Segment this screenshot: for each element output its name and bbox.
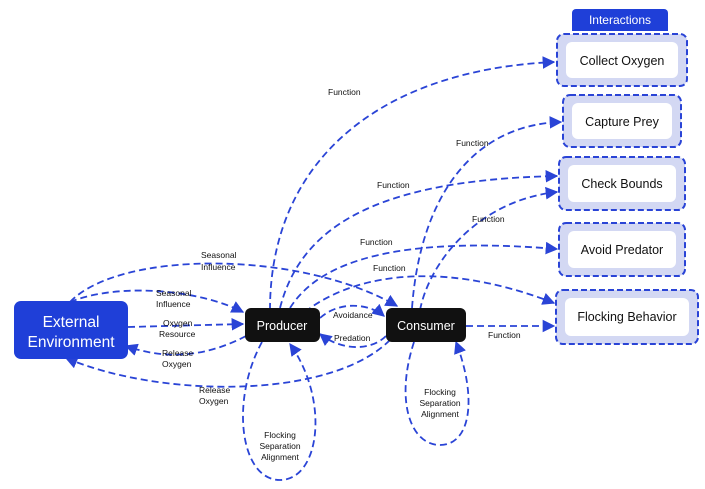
edge-producer-loop — [242, 341, 317, 481]
node-label: External — [43, 314, 100, 331]
node-external-environment[interactable]: External Environment — [14, 301, 128, 359]
edge-producer-consumer-avoidance — [319, 303, 385, 319]
edge-label-oxygen: Oxygen — [162, 359, 192, 369]
edge-label-alignment: Alignment — [261, 452, 299, 462]
edge-label-function: Function — [456, 138, 489, 148]
edge-producer-avoid-predator — [289, 241, 559, 309]
edge-label-function: Function — [488, 330, 521, 340]
edge-label-resource: Resource — [159, 329, 196, 339]
node-label: Environment — [27, 334, 115, 351]
edge-label-function: Function — [328, 87, 361, 97]
edge-consumer-loop — [404, 340, 470, 446]
edge-label-separation: Separation — [419, 398, 460, 408]
edge-label-influence: Influence — [156, 299, 191, 309]
interaction-avoid-predator[interactable]: Avoid Predator — [558, 222, 686, 277]
edge-label-function: Function — [360, 237, 393, 247]
node-consumer[interactable]: Consumer — [386, 308, 466, 342]
interaction-capture-prey[interactable]: Capture Prey — [562, 94, 682, 148]
interaction-label: Capture Prey — [585, 115, 659, 129]
edge-label-release: Release — [162, 348, 193, 358]
edge-label-function: Function — [472, 214, 505, 224]
interaction-check-bounds[interactable]: Check Bounds — [558, 156, 686, 211]
edge-consumer-external-release — [64, 339, 391, 388]
edge-external-producer-seasonal — [69, 289, 245, 313]
edge-external-producer-oxygen — [127, 317, 245, 331]
edge-label-seasonal: Seasonal — [156, 288, 192, 298]
interaction-label: Avoid Predator — [581, 243, 663, 257]
edge-label-function: Function — [373, 263, 406, 273]
interaction-flocking-behavior[interactable]: Flocking Behavior — [555, 289, 699, 345]
edge-producer-collect-oxygen — [269, 56, 556, 311]
edge-consumer-check-bounds — [419, 186, 559, 311]
edge-producer-flocking — [304, 275, 556, 313]
interaction-label: Collect Oxygen — [580, 54, 665, 68]
interaction-label: Flocking Behavior — [577, 310, 676, 324]
edge-label-alignment: Alignment — [421, 409, 459, 419]
edge-external-consumer-seasonal — [69, 262, 399, 307]
node-producer[interactable]: Producer — [245, 308, 320, 342]
edge-producer-check-bounds — [279, 169, 559, 309]
edge-label-avoidance: Avoidance — [333, 310, 373, 320]
interaction-collect-oxygen[interactable]: Collect Oxygen — [556, 33, 688, 87]
edge-label-function: Function — [377, 180, 410, 190]
edges — [64, 56, 563, 481]
edge-label-influence: Influence — [201, 262, 236, 272]
edge-label-flocking: Flocking — [424, 387, 456, 397]
edge-label-flocking: Flocking — [264, 430, 296, 440]
interactions-header: Interactions — [572, 9, 668, 31]
edge-label-predation: Predation — [334, 333, 371, 343]
node-label: Consumer — [397, 319, 455, 333]
edge-label-oxygen: Oxygen — [163, 318, 193, 328]
edge-producer-external-release — [124, 335, 247, 356]
interaction-label: Check Bounds — [581, 177, 662, 191]
edge-label-oxygen: Oxygen — [199, 396, 229, 406]
edge-consumer-producer-predation — [319, 333, 387, 348]
node-label: Producer — [257, 319, 308, 333]
edge-label-seasonal: Seasonal — [201, 250, 237, 260]
edge-label-separation: Separation — [259, 441, 300, 451]
edge-label-release: Release — [199, 385, 230, 395]
